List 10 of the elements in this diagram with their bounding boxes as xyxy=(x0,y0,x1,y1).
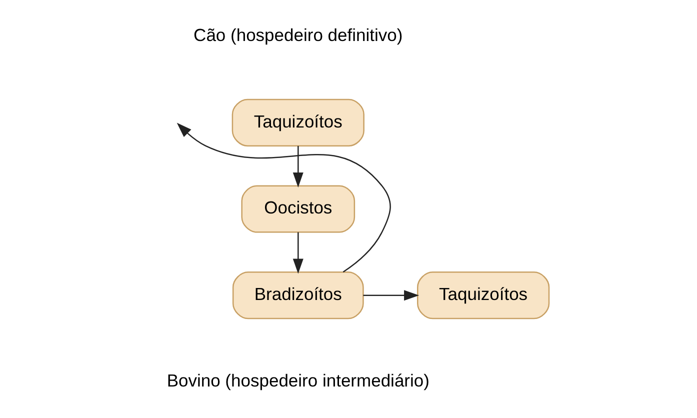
label: Bovino (hospedeiro intermediário) xyxy=(166,370,430,390)
node-box: Taquizoítos xyxy=(417,272,550,320)
node-box: Oocistos xyxy=(241,185,356,233)
arrow xyxy=(363,290,420,301)
label: Cão (hospedeiro definitivo) xyxy=(194,24,403,45)
arrow xyxy=(176,122,391,272)
node-box: Bradizoítos xyxy=(232,272,364,320)
node-box: Taquizoítos xyxy=(232,98,364,146)
arrow xyxy=(292,232,304,274)
arrow xyxy=(292,146,304,188)
